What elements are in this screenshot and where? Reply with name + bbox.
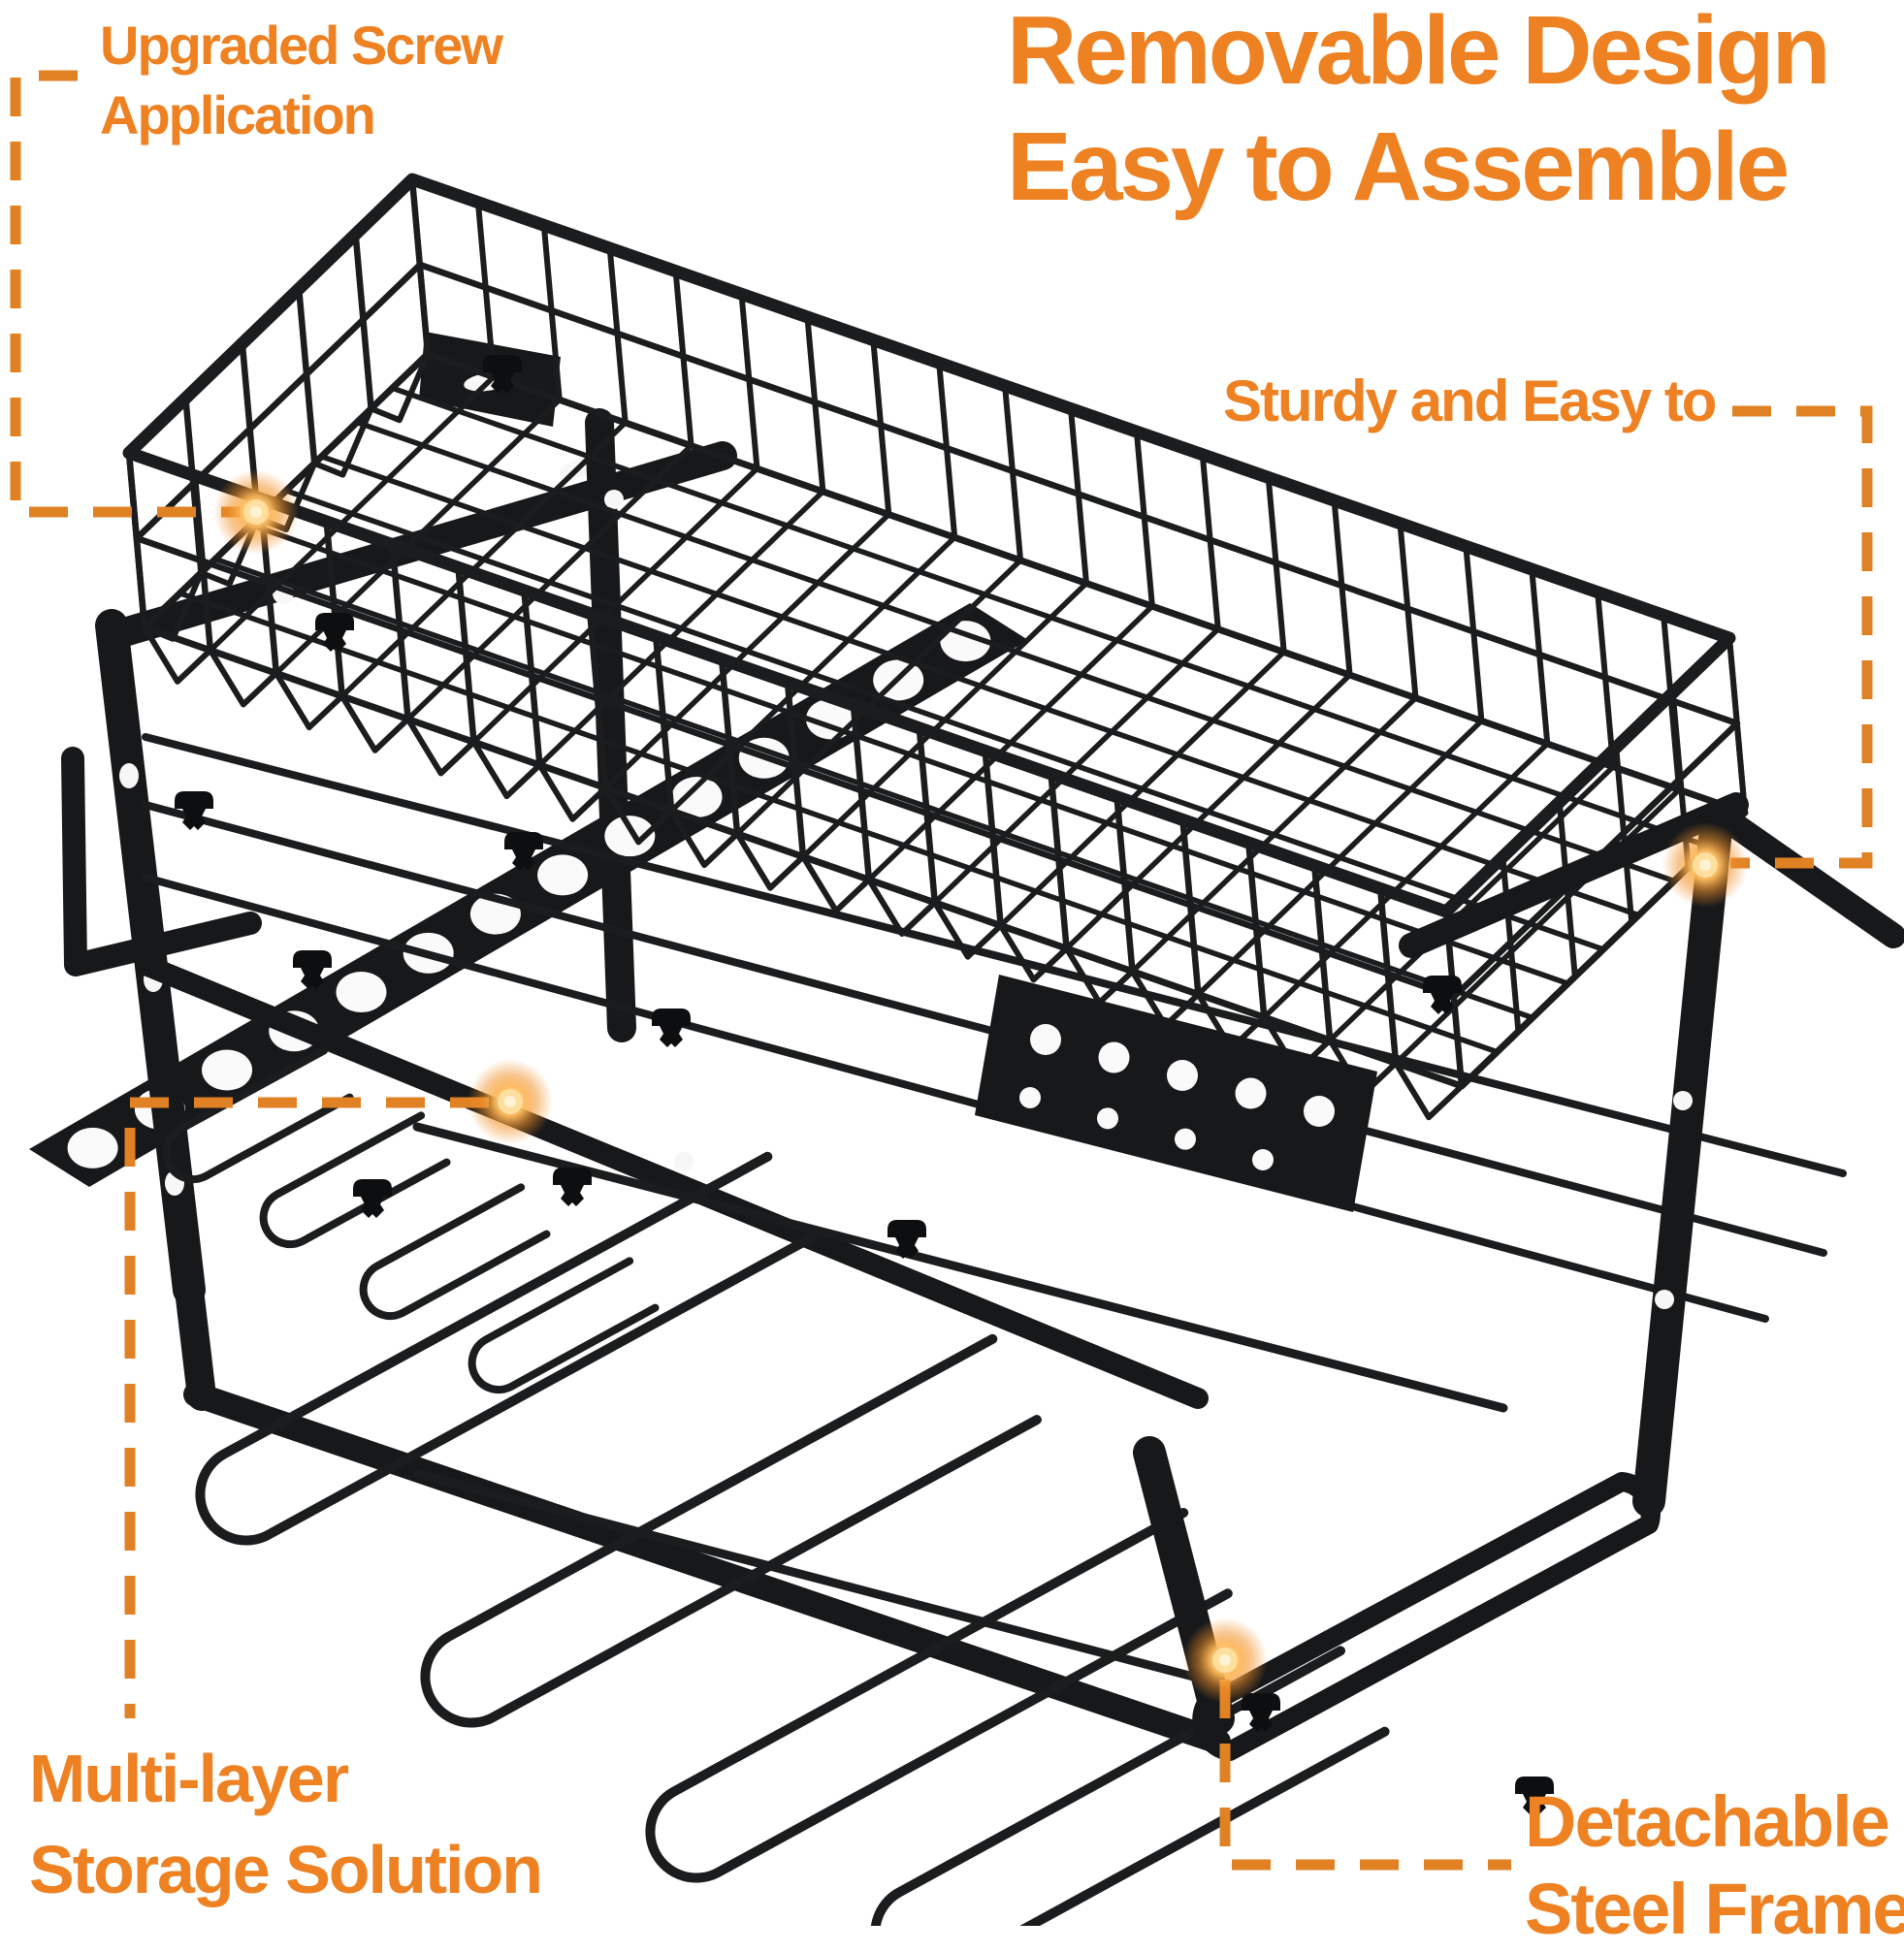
drill-prongs	[195, 1151, 1390, 1926]
callout-sturdy-and-easy-to	[1662, 405, 1873, 908]
glow-dot-center	[1699, 859, 1711, 871]
label-line: Removable Design	[1007, 0, 1831, 105]
label-line: Upgraded Screw	[100, 15, 503, 76]
label-sturdy-and-easy: Sturdy and Easy to	[1223, 368, 1717, 435]
callout-multi-layer-storage	[124, 1059, 553, 1718]
bit-holder-plate	[975, 975, 1377, 1212]
label-upgraded-screw-application: Upgraded Screw Application	[100, 11, 503, 150]
callout-detachable-steel-frame	[1182, 1617, 1511, 1871]
screw-icon	[553, 1168, 592, 1206]
label-detachable-steel-frame: Detachable Steel Frame	[1525, 1778, 1904, 1953]
label-line: Detachable	[1525, 1781, 1890, 1862]
label-line: Sturdy and Easy to	[1223, 368, 1717, 433]
callouts	[10, 70, 1873, 1871]
callout-dashed-line	[124, 1097, 489, 1718]
glow-dot-center	[250, 506, 262, 518]
label-removable-design: Removable Design Easy to Assemble	[1007, 0, 1831, 225]
label-multi-layer-storage: Multi-layer Storage Solution	[29, 1733, 543, 1915]
wire-basket	[122, 173, 1749, 1121]
callout-upgraded-screw-application	[10, 70, 299, 555]
label-line: Storage Solution	[29, 1832, 543, 1907]
label-line: Application	[100, 84, 376, 145]
label-line: Multi-layer	[29, 1741, 349, 1816]
callout-dashed-line	[1730, 405, 1873, 869]
slot-hooks	[162, 1046, 660, 1394]
label-line: Easy to Assemble	[1007, 112, 1790, 221]
glow-dot-center	[1219, 1654, 1231, 1666]
glow-dot-center	[504, 1096, 516, 1107]
shelf-rails	[135, 733, 1847, 1413]
callout-dashed-line	[10, 70, 241, 518]
label-line: Steel Frame	[1525, 1869, 1904, 1949]
